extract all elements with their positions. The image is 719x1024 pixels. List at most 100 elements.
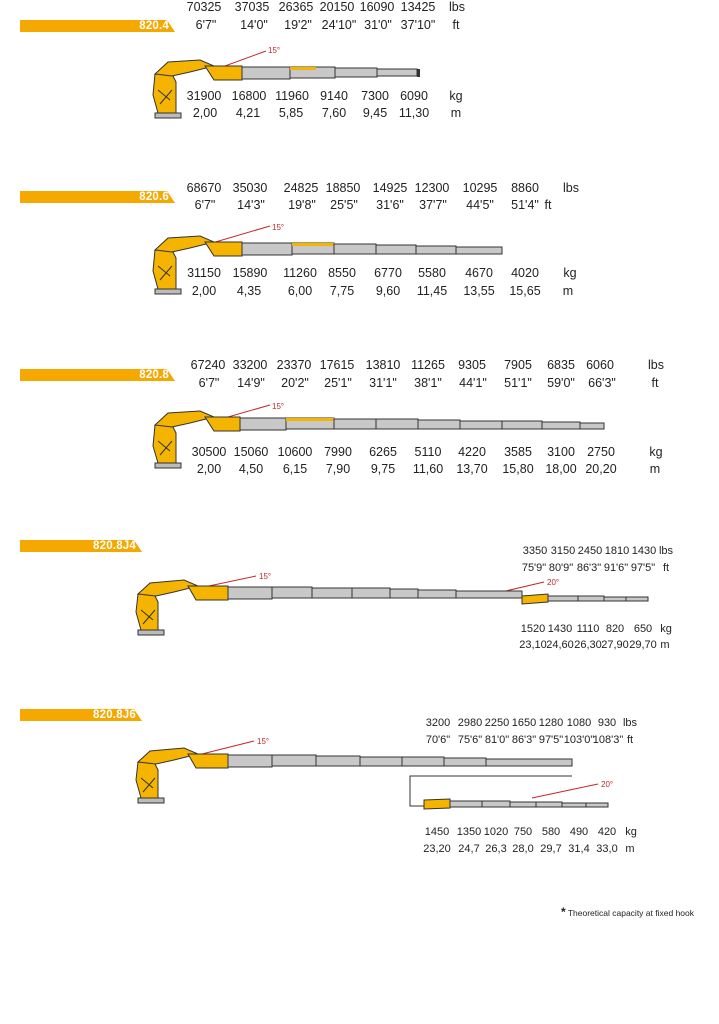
- m-value: 23,10: [519, 639, 547, 651]
- ft-value: 31'1": [369, 376, 397, 390]
- ft-value: 103'0": [563, 734, 595, 746]
- m-value: 33,0: [596, 843, 618, 855]
- kg-value: 30500: [191, 445, 227, 459]
- m-value: 15,65: [509, 284, 541, 298]
- ft-value: 44'1": [459, 376, 487, 390]
- kg-row: 31900 16800 11960 9140 7300 6090 kg: [0, 89, 719, 104]
- jib-angle-label: 20°: [547, 578, 559, 587]
- unit-m: m: [625, 843, 635, 855]
- angle-label: 15°: [268, 46, 280, 55]
- ft-row: 6'7" 14'0" 19'2" 24'10" 31'0" 37'10" ft: [0, 18, 719, 33]
- model-tag: 820.8J6: [20, 709, 142, 721]
- m-row: 2,00 4,50 6,15 7,90 9,75 11,60 13,70 15,…: [0, 462, 719, 477]
- section-820-6: 820.6 68670 35030 24825 18850 14925 1230…: [0, 0, 719, 320]
- kg-value: 31150: [187, 266, 221, 280]
- unit-ft: ft: [452, 18, 460, 32]
- m-value: 29,7: [540, 843, 562, 855]
- ft-row: 70'6" 75'6" 81'0" 86'3" 97'5" 103'0" 108…: [0, 733, 719, 747]
- kg-value: 15890: [232, 266, 268, 280]
- kg-value: 7990: [324, 445, 352, 459]
- tag-banner-shape: [20, 369, 175, 381]
- ft-value: 14'0": [240, 18, 268, 32]
- ft-value: 66'3": [588, 376, 616, 390]
- m-value: 20,20: [585, 462, 617, 476]
- m-value: 2,00: [191, 284, 217, 298]
- ft-value: 59'0": [547, 376, 575, 390]
- lbs-value: 2250: [484, 717, 510, 729]
- unit-ft: ft: [651, 376, 659, 390]
- kg-value: 16800: [231, 89, 267, 103]
- m-value: 11,30: [398, 106, 430, 120]
- kg-value: 820: [605, 623, 625, 635]
- lbs-value: 26365: [278, 0, 314, 14]
- kg-value: 3100: [547, 445, 575, 459]
- kg-row: 1450 1350 1020 750 580 490 420 kg: [0, 825, 719, 839]
- m-value: 5,85: [278, 106, 304, 120]
- ft-value: 38'1": [414, 376, 442, 390]
- footnote-star: *: [560, 905, 566, 919]
- unit-ft: ft: [662, 562, 670, 574]
- crane-diagram: 15° 20°: [135, 572, 649, 636]
- m-value: 11,60: [412, 462, 444, 476]
- lbs-value: 14925: [372, 181, 408, 195]
- lbs-value: 1810: [604, 545, 630, 557]
- m-value: 7,75: [329, 284, 355, 298]
- kg-value: 1450: [424, 826, 450, 838]
- m-value: 6,15: [282, 462, 308, 476]
- unit-kg: kg: [660, 623, 672, 635]
- lbs-value: 7905: [504, 358, 532, 372]
- lbs-value: 16090: [359, 0, 395, 14]
- model-label: 820.8J4: [93, 540, 136, 552]
- kg-value: 1110: [576, 623, 600, 635]
- ft-row: 6'7" 14'9" 20'2" 25'1" 31'1" 38'1" 44'1"…: [0, 376, 719, 391]
- unit-m: m: [450, 106, 462, 120]
- lbs-value: 13425: [400, 0, 436, 14]
- lbs-value: 2450: [577, 545, 603, 557]
- m-value: 2,00: [196, 462, 222, 476]
- m-value: 7,60: [321, 106, 347, 120]
- model-tag: 820.4: [20, 20, 175, 32]
- lbs-row: 67240 33200 23370 17615 13810 11265 9305…: [0, 358, 719, 373]
- kg-value: 15060: [233, 445, 269, 459]
- jib-fold-line: [409, 775, 572, 807]
- unit-lbs: lbs: [563, 181, 579, 195]
- m-row: 2,00 4,21 5,85 7,60 9,45 11,30 m: [0, 106, 719, 121]
- kg-value: 580: [541, 826, 561, 838]
- lbs-value: 24825: [283, 181, 319, 195]
- lbs-value: 67240: [190, 358, 226, 372]
- m-value: 23,20: [423, 843, 451, 855]
- tag-banner-shape: [20, 709, 142, 721]
- lbs-value: 3350: [522, 545, 548, 557]
- m-value: 4,50: [238, 462, 264, 476]
- lbs-value: 12300: [414, 181, 450, 195]
- ft-value: 14'9": [237, 376, 265, 390]
- lbs-value: 1280: [538, 717, 564, 729]
- ft-value: 6'7": [198, 376, 220, 390]
- angle-label: 15°: [272, 223, 284, 232]
- m-value: 18,00: [545, 462, 577, 476]
- m-value: 28,0: [512, 843, 534, 855]
- ft-value: 108'3": [592, 734, 624, 746]
- kg-value: 5110: [414, 445, 442, 459]
- crane-diagram: 15°: [152, 46, 420, 119]
- unit-m: m: [660, 639, 670, 651]
- m-value: 26,30: [574, 639, 602, 651]
- model-tag: 820.6: [20, 191, 175, 203]
- kg-value: 11260: [283, 266, 317, 280]
- kg-value: 1520: [520, 623, 546, 635]
- m-value: 13,55: [463, 284, 495, 298]
- ft-value: 19'8": [288, 198, 316, 212]
- crane-diagram: 15°: [152, 402, 605, 469]
- crane-diagram: 15° 20°: [135, 737, 613, 810]
- ft-value: 51'1": [504, 376, 532, 390]
- m-value: 26,3: [485, 843, 507, 855]
- kg-value: 420: [597, 826, 617, 838]
- m-value: 29,70: [629, 639, 657, 651]
- m-value: 4,35: [236, 284, 262, 298]
- ft-value: 20'2": [281, 376, 309, 390]
- kg-value: 4020: [511, 266, 539, 280]
- lbs-row: 3200 2980 2250 1650 1280 1080 930 lbs: [0, 716, 719, 730]
- unit-lbs: lbs: [658, 545, 674, 557]
- model-label: 820.6: [139, 191, 169, 203]
- section-820-4: 820.4 70325 37035 26365 20150 16090 1342…: [0, 0, 719, 140]
